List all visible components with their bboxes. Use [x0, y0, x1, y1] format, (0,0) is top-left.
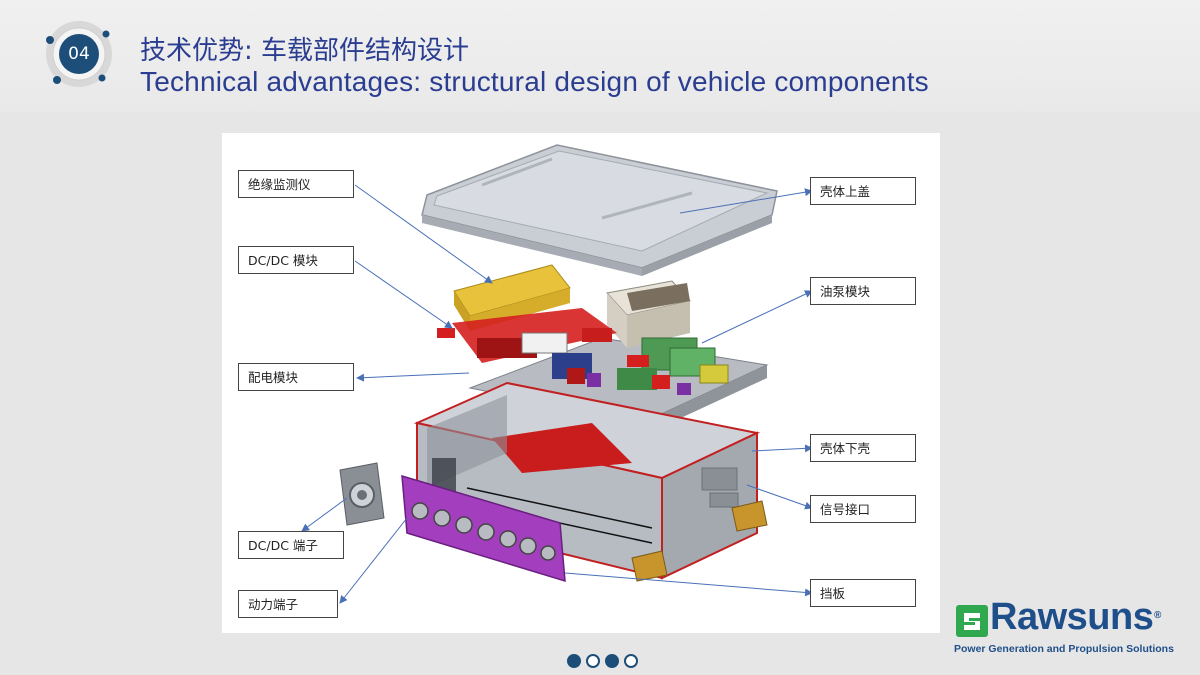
pager-dot-4[interactable] [624, 654, 638, 668]
slide-pager [564, 652, 640, 670]
rawsuns-logo-icon [956, 605, 988, 637]
label-insulation-monitor: 绝缘监测仪 [238, 170, 354, 198]
label-baffle-plate: 挡板 [810, 579, 916, 607]
exploded-view-diagram: 绝缘监测仪 DC/DC 模块 配电模块 DC/DC 端子 动力端子 壳体上盖 油… [222, 133, 940, 633]
label-housing-top-cover: 壳体上盖 [810, 177, 916, 205]
label-dcdc-module: DC/DC 模块 [238, 246, 354, 274]
header-band [0, 0, 1200, 112]
label-signal-interface: 信号接口 [810, 495, 916, 523]
baffle-plate-part [401, 474, 566, 583]
brand-registered-mark: ® [1154, 610, 1162, 621]
brand-name: Rawsuns [990, 596, 1154, 638]
brand-tagline: Power Generation and Propulsion Solution… [954, 643, 1174, 655]
exploded-view-illustration [301, 144, 813, 604]
label-power-terminal: 动力端子 [238, 590, 338, 618]
page-title-chinese: 技术优势: 车载部件结构设计 [140, 36, 470, 66]
leader-lines [301, 184, 813, 604]
label-housing-bottom-shell: 壳体下壳 [810, 434, 916, 462]
label-power-distribution-module: 配电模块 [238, 363, 354, 391]
pager-dot-3[interactable] [605, 654, 619, 668]
pager-dot-1[interactable] [567, 654, 581, 668]
label-oil-pump-module: 油泵模块 [810, 277, 916, 305]
section-number: 04 [68, 44, 90, 64]
section-badge-icon [46, 21, 112, 87]
pager-dot-2[interactable] [586, 654, 600, 668]
dcdc-terminal-part [339, 462, 385, 526]
label-dcdc-terminal: DC/DC 端子 [238, 531, 344, 559]
rawsuns-logo: Rawsuns ® Power Generation and Propulsio… [952, 596, 1174, 662]
page-title-english: Technical advantages: structural design … [140, 66, 929, 97]
top-cover-part [421, 144, 778, 276]
